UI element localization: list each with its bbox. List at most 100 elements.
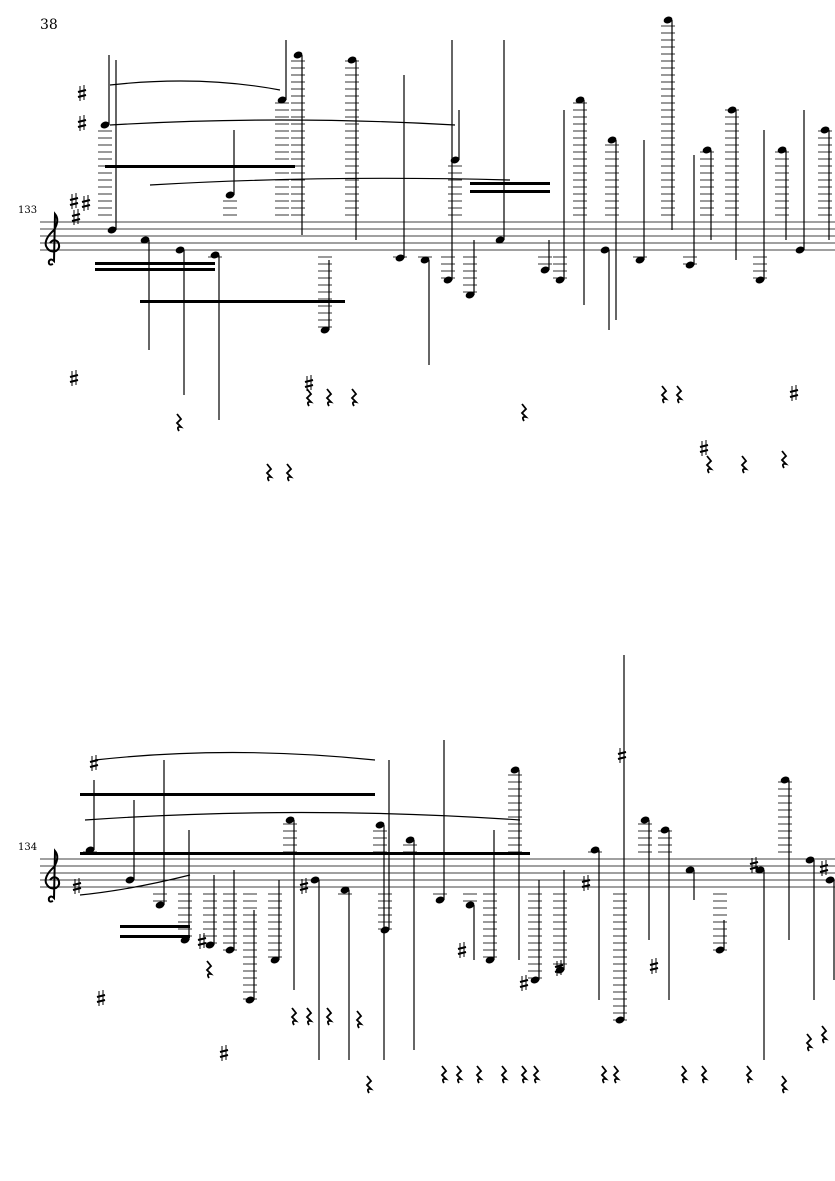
quarter-rest-icon xyxy=(780,1075,789,1094)
notehead xyxy=(320,326,330,334)
quarter-rest-icon xyxy=(355,1010,364,1029)
notehead xyxy=(380,926,390,934)
slur xyxy=(109,119,456,126)
notehead xyxy=(640,816,650,824)
quarter-rest-icon xyxy=(675,385,684,404)
sharp-icon xyxy=(749,857,759,873)
quarter-rest-icon xyxy=(780,450,789,469)
quarter-rest-icon xyxy=(705,455,714,474)
beam xyxy=(120,925,190,928)
notehead xyxy=(495,236,505,244)
notehead xyxy=(485,956,495,964)
quarter-rest-icon xyxy=(365,1075,374,1094)
notehead xyxy=(293,51,303,59)
sharp-icon xyxy=(69,370,79,386)
sharp-icon xyxy=(699,440,709,456)
quarter-rest-icon xyxy=(290,1007,299,1026)
sharp-icon xyxy=(649,958,659,974)
sharp-icon xyxy=(81,195,91,211)
slur xyxy=(149,177,511,186)
treble-clef-icon xyxy=(44,211,61,266)
notehead xyxy=(100,121,110,129)
quarter-rest-icon xyxy=(265,463,274,482)
notehead xyxy=(125,876,135,884)
quarter-rest-icon xyxy=(680,1065,689,1084)
notehead xyxy=(107,226,117,234)
beam xyxy=(120,935,190,938)
quarter-rest-icon xyxy=(350,388,359,407)
quarter-rest-icon xyxy=(305,388,314,407)
sharp-icon xyxy=(96,990,106,1006)
sharp-icon xyxy=(77,115,87,131)
quarter-rest-icon xyxy=(285,463,294,482)
sharp-icon xyxy=(819,860,829,876)
notehead xyxy=(600,246,610,254)
sharp-icon xyxy=(519,975,529,991)
notehead xyxy=(310,876,320,884)
notehead xyxy=(435,896,445,904)
notehead xyxy=(375,821,385,829)
notehead xyxy=(277,96,287,104)
quarter-rest-icon xyxy=(455,1065,464,1084)
quarter-rest-icon xyxy=(500,1065,509,1084)
quarter-rest-icon xyxy=(440,1065,449,1084)
notehead xyxy=(660,826,670,834)
quarter-rest-icon xyxy=(700,1065,709,1084)
quarter-rest-icon xyxy=(520,403,529,422)
notehead xyxy=(395,254,405,262)
notehead xyxy=(635,256,645,264)
quarter-rest-icon xyxy=(660,385,669,404)
sharp-icon xyxy=(457,942,467,958)
quarter-rest-icon xyxy=(745,1065,754,1084)
sharp-icon xyxy=(299,878,309,894)
notehead xyxy=(270,956,280,964)
notehead xyxy=(825,876,835,884)
page-number: 38 xyxy=(40,17,58,33)
notehead xyxy=(795,246,805,254)
quarter-rest-icon xyxy=(520,1065,529,1084)
notehead xyxy=(180,936,190,944)
notehead xyxy=(685,261,695,269)
sharp-icon xyxy=(617,747,627,763)
notehead xyxy=(820,126,830,134)
sharp-icon xyxy=(219,1045,229,1061)
sharp-icon xyxy=(789,385,799,401)
notehead xyxy=(140,236,150,244)
notehead xyxy=(450,156,460,164)
notehead xyxy=(575,96,585,104)
quarter-rest-icon xyxy=(205,960,214,979)
quarter-rest-icon xyxy=(805,1033,814,1052)
beam xyxy=(470,182,550,185)
sharp-icon xyxy=(197,933,207,949)
slur xyxy=(84,811,521,821)
notehead xyxy=(510,766,520,774)
quarter-rest-icon xyxy=(740,455,749,474)
notehead xyxy=(225,191,235,199)
notehead xyxy=(175,246,185,254)
beam xyxy=(470,190,550,193)
notehead xyxy=(405,836,415,844)
beam xyxy=(95,268,215,271)
sharp-icon xyxy=(89,755,99,771)
beam xyxy=(80,793,375,796)
notehead xyxy=(755,866,765,874)
quarter-rest-icon xyxy=(325,1007,334,1026)
notehead xyxy=(155,901,165,909)
quarter-rest-icon xyxy=(612,1065,621,1084)
sharp-icon xyxy=(69,193,79,209)
sharp-icon xyxy=(72,878,82,894)
sharp-icon xyxy=(71,209,81,225)
beam xyxy=(140,300,345,303)
notehead xyxy=(465,901,475,909)
quarter-rest-icon xyxy=(305,1007,314,1026)
measure-number-134: 134 xyxy=(18,842,38,853)
sharp-icon xyxy=(554,960,564,976)
quarter-rest-icon xyxy=(175,413,184,432)
quarter-rest-icon xyxy=(532,1065,541,1084)
sharp-icon xyxy=(581,875,591,891)
beam xyxy=(105,165,295,168)
notehead xyxy=(465,291,475,299)
tie xyxy=(79,874,191,896)
beam xyxy=(80,852,530,855)
